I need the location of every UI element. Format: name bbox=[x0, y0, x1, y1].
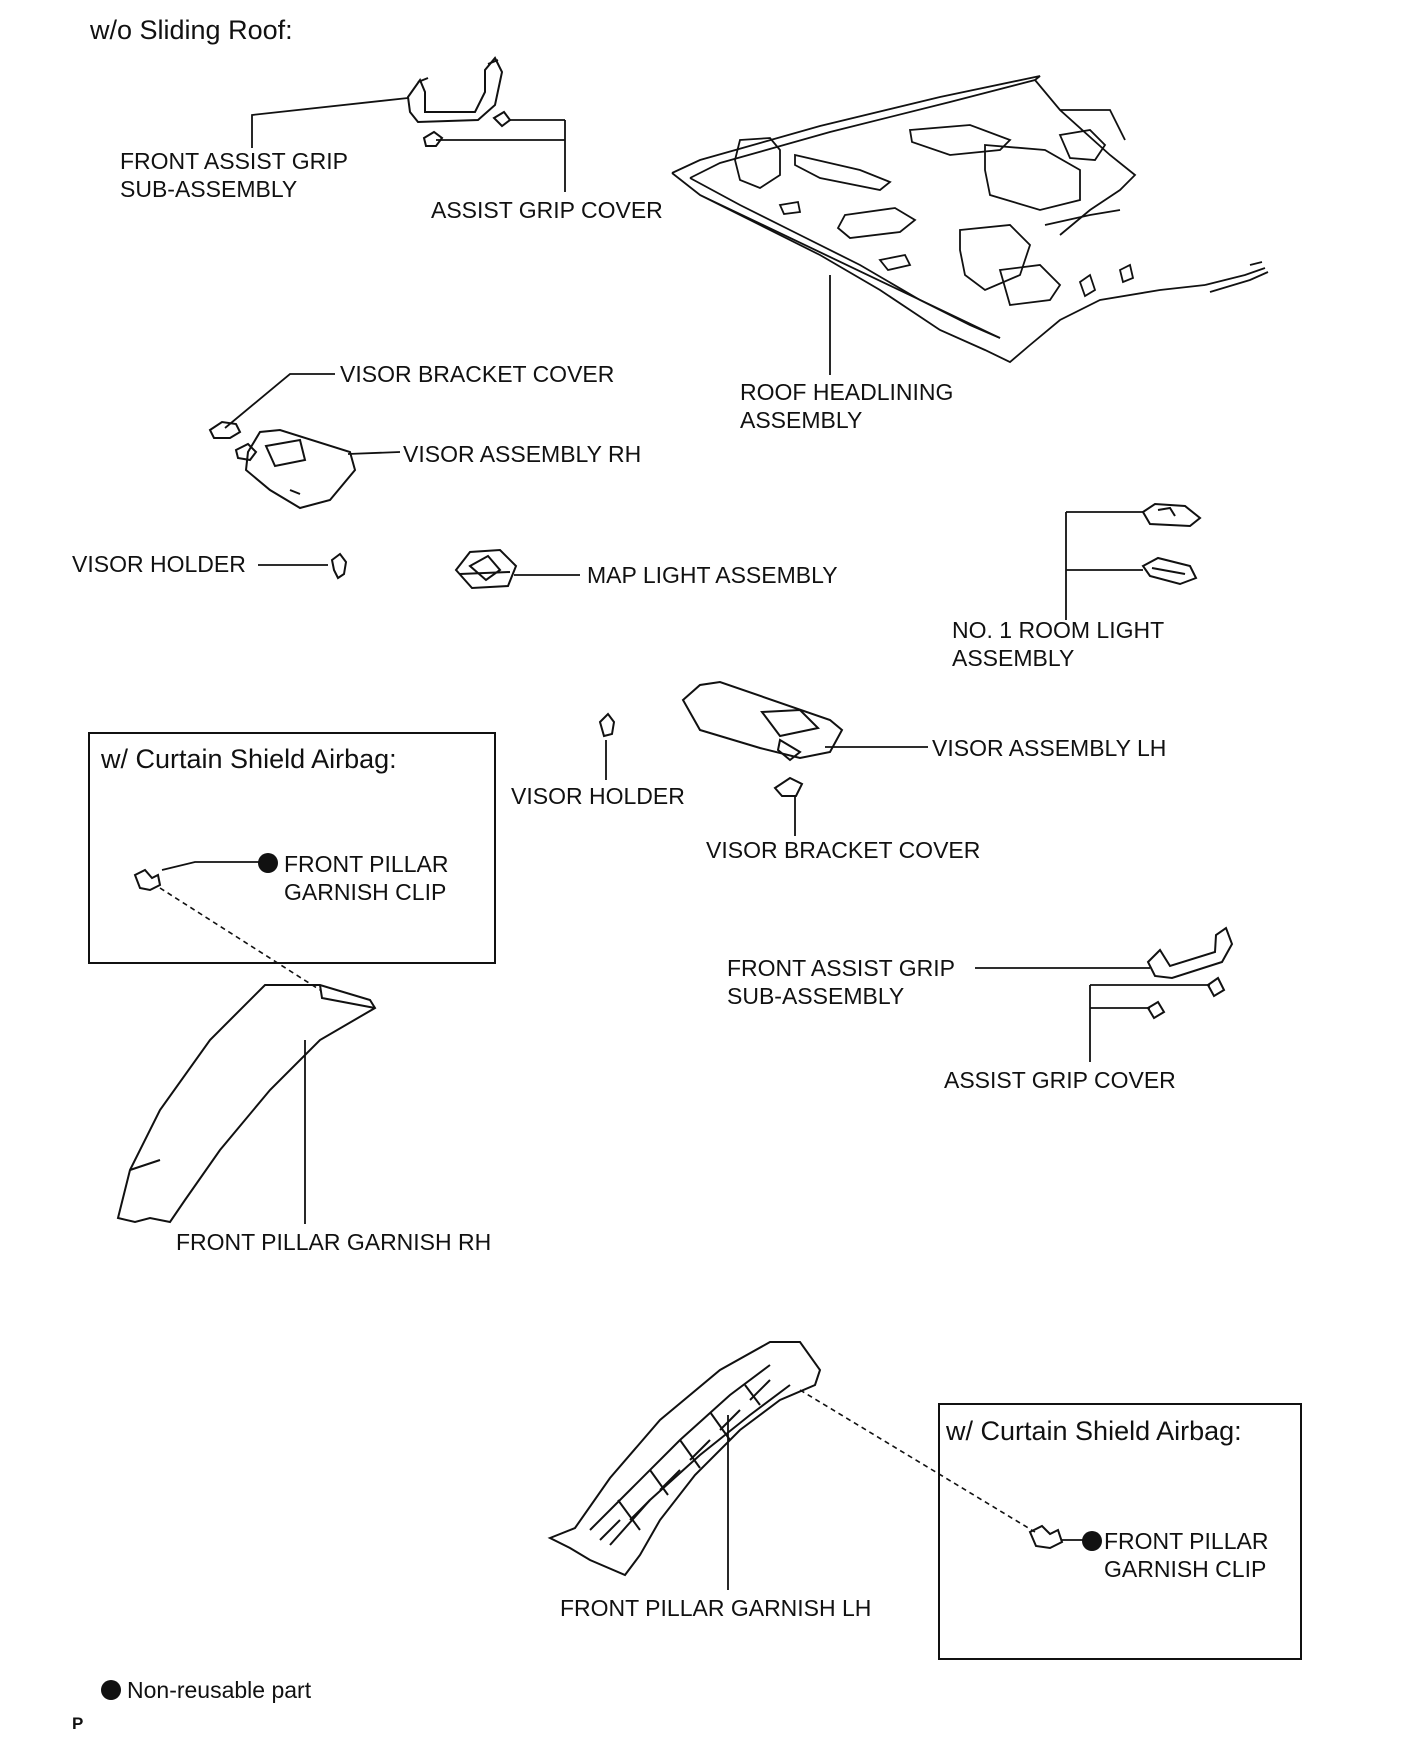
label-map-light: MAP LIGHT ASSEMBLY bbox=[587, 562, 838, 588]
main-title: w/o Sliding Roof: bbox=[90, 15, 293, 45]
label-room-light: NO. 1 ROOM LIGHT ASSEMBLY bbox=[952, 617, 1165, 671]
visor-assembly-rh-drawing bbox=[234, 428, 357, 510]
non-reusable-marker-rh bbox=[258, 853, 278, 873]
front-pillar-garnish-lh-drawing bbox=[547, 1341, 822, 1577]
roof-headlining-drawing bbox=[671, 75, 1269, 364]
label-front-assist-grip-lh: FRONT ASSIST GRIP SUB-ASSEMBLY bbox=[727, 955, 955, 1009]
map-light-drawing bbox=[454, 548, 518, 590]
label-pillar-clip-lh: FRONT PILLAR GARNISH CLIP bbox=[1104, 1528, 1269, 1582]
label-roof-headlining: ROOF HEADLINING ASSEMBLY bbox=[740, 379, 954, 433]
label-pillar-garnish-rh: FRONT PILLAR GARNISH RH bbox=[176, 1229, 492, 1255]
visor-holder-mid-part bbox=[598, 712, 616, 738]
legend-symbol bbox=[101, 1680, 121, 1700]
label-pillar-garnish-lh: FRONT PILLAR GARNISH LH bbox=[560, 1595, 872, 1621]
front-pillar-garnish-rh-drawing bbox=[116, 984, 377, 1224]
pillar-clip-rh-part bbox=[133, 868, 162, 892]
front-assist-grip-rh-drawing bbox=[406, 56, 504, 124]
pillar-clip-lh-part bbox=[1028, 1524, 1064, 1550]
non-reusable-marker-lh bbox=[1082, 1531, 1102, 1551]
label-front-assist-grip-rh: FRONT ASSIST GRIP SUB-ASSEMBLY bbox=[120, 148, 348, 202]
inset-box-rh bbox=[88, 732, 496, 964]
visor-holder-left-part bbox=[330, 552, 348, 580]
visor-bracket-cover-mid-part bbox=[773, 776, 804, 797]
inset-title-rh: w/ Curtain Shield Airbag: bbox=[101, 744, 397, 774]
label-visor-bracket-cover-mid: VISOR BRACKET COVER bbox=[706, 837, 981, 863]
legend-text: Non-reusable part bbox=[127, 1677, 312, 1703]
inset-box-lh bbox=[938, 1403, 1302, 1660]
label-visor-holder-left: VISOR HOLDER bbox=[72, 551, 246, 577]
room-light-drawing bbox=[1141, 502, 1202, 586]
label-visor-assembly-lh: VISOR ASSEMBLY LH bbox=[932, 735, 1167, 761]
label-visor-holder-mid: VISOR HOLDER bbox=[511, 783, 685, 809]
corner-mark: P bbox=[72, 1714, 84, 1733]
visor-assembly-lh-drawing bbox=[681, 680, 844, 762]
front-assist-grip-lh-drawing bbox=[1146, 926, 1234, 1020]
label-visor-assembly-rh: VISOR ASSEMBLY RH bbox=[403, 441, 642, 467]
inset-title-lh: w/ Curtain Shield Airbag: bbox=[946, 1416, 1242, 1446]
label-pillar-clip-rh: FRONT PILLAR GARNISH CLIP bbox=[284, 851, 449, 905]
dashed-connector-lines bbox=[159, 887, 1036, 1533]
visor-bracket-cover-part bbox=[208, 420, 242, 439]
label-visor-bracket-cover-top: VISOR BRACKET COVER bbox=[340, 361, 615, 387]
label-assist-grip-cover-lower: ASSIST GRIP COVER bbox=[944, 1067, 1176, 1093]
label-assist-grip-cover-top: ASSIST GRIP COVER bbox=[431, 197, 663, 223]
